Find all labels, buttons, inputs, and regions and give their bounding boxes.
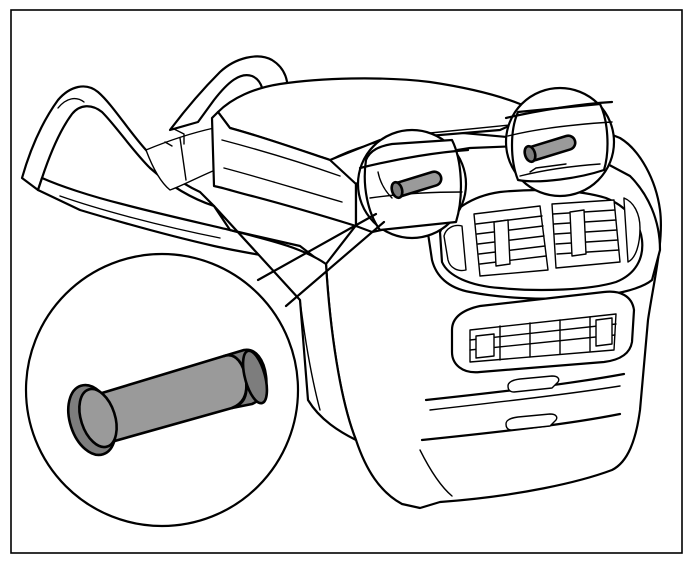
lower-vent-panel [450,290,636,374]
storage-drawers [419,372,626,497]
armrest [210,77,542,228]
detail-leader-lines [256,212,386,308]
pin-location-left [356,128,470,240]
frame [10,9,683,554]
pin-location-right [504,86,616,198]
detail-magnified-pin [24,252,300,528]
